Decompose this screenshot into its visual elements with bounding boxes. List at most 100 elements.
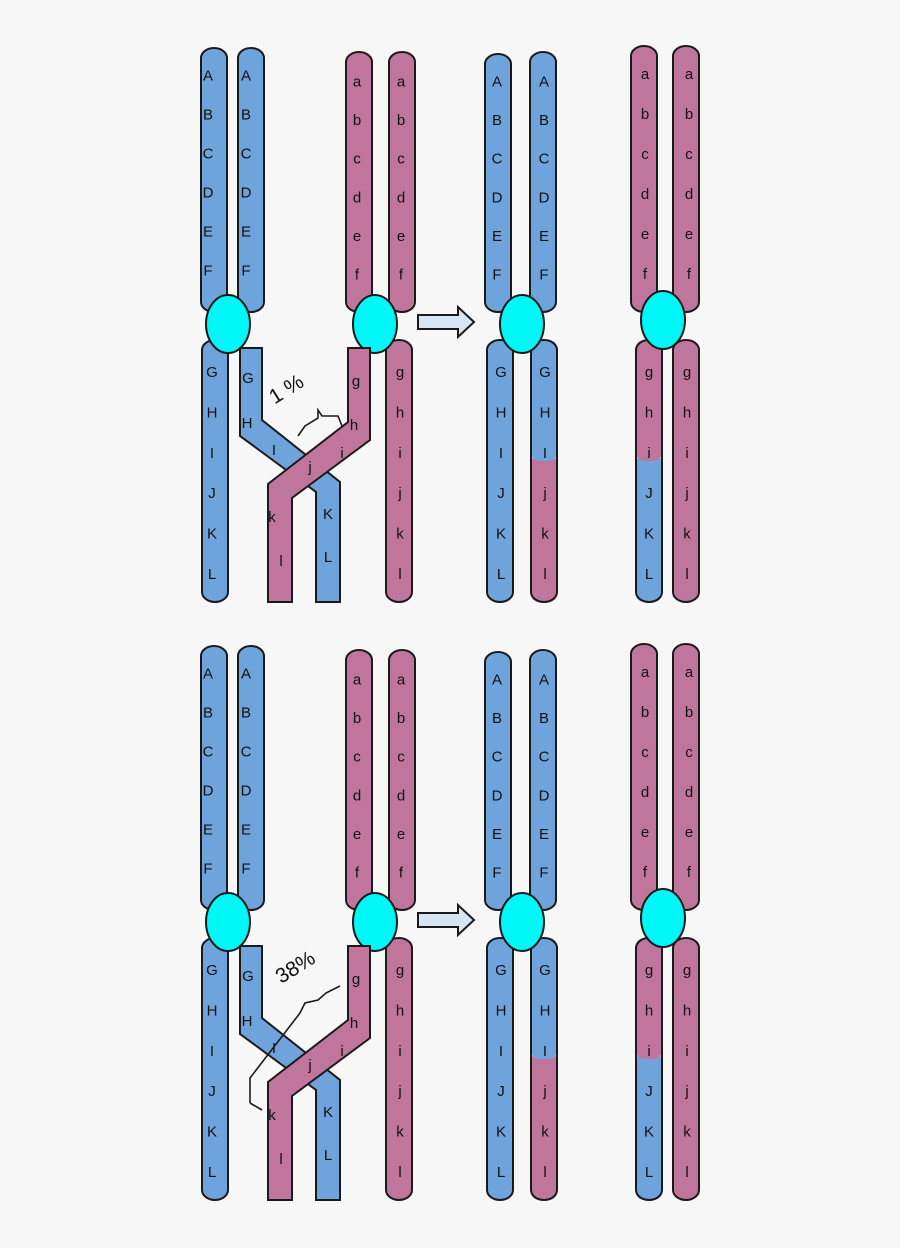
paternal-upper-arm <box>388 51 416 313</box>
maternal-lower-label: G <box>206 364 218 381</box>
maternal-upper-arm <box>237 645 265 911</box>
centromere-icon <box>640 888 686 948</box>
maternal-upper-label: E <box>241 821 251 838</box>
strand-label: I <box>272 1040 276 1057</box>
centromere-icon <box>205 294 251 354</box>
paternal-upper-label: d <box>397 787 405 804</box>
strand-label: I <box>272 442 276 459</box>
result-paternal-upper-label: f <box>687 864 692 881</box>
strand-label: g <box>352 373 360 390</box>
result-paternal-lower-label: i <box>685 445 688 462</box>
result-maternal-lower-arm <box>486 937 514 1201</box>
paternal-upper-label: e <box>353 826 361 843</box>
result-maternal-lower-label: G <box>495 962 507 979</box>
result-paternal-lower-label: l <box>685 1164 688 1181</box>
centromere-icon <box>352 892 398 952</box>
recombinant-label: L <box>645 1164 653 1181</box>
maternal-lower-label: J <box>208 1083 216 1100</box>
recombinant-label: h <box>645 405 653 422</box>
paternal-lower-label: i <box>398 1043 401 1060</box>
maternal-upper-label: B <box>203 106 213 123</box>
strand-label: H <box>242 1013 253 1030</box>
strand-label: j <box>307 459 311 476</box>
result-maternal-upper-label: B <box>539 112 549 129</box>
result-paternal-upper-arm <box>672 45 700 313</box>
result-maternal-upper-label: D <box>492 787 503 804</box>
maternal-lower-label: K <box>207 1124 217 1141</box>
paternal-upper-label: d <box>353 787 361 804</box>
result-maternal-upper-label: C <box>539 151 550 168</box>
result-paternal-upper-label: e <box>685 824 693 841</box>
strand-label: l <box>279 553 282 570</box>
result-maternal-lower-label: H <box>496 1003 507 1020</box>
strand-label: i <box>340 445 343 462</box>
maternal-upper-label: B <box>241 704 251 721</box>
recombinant-label: g <box>645 364 653 381</box>
maternal-upper-label: F <box>203 262 212 279</box>
paternal-lower-label: h <box>396 405 404 422</box>
result-paternal-upper-label: c <box>641 744 649 761</box>
result-maternal-lower-label: J <box>497 1083 505 1100</box>
recombinant-label: L <box>645 566 653 583</box>
paternal-lower-label: h <box>396 1003 404 1020</box>
paternal-lower-label: g <box>396 364 404 381</box>
result-paternal-upper-label: b <box>685 704 693 721</box>
strand-label: G <box>242 968 254 985</box>
maternal-upper-label: A <box>203 67 213 84</box>
result-paternal-lower-label: j <box>684 1083 688 1100</box>
result-paternal-upper-label: f <box>687 266 692 283</box>
result-paternal-lower-label: l <box>685 566 688 583</box>
result-paternal-lower-label: h <box>683 405 691 422</box>
paternal-upper-label: f <box>399 865 404 882</box>
result-maternal-lower-label: I <box>499 1043 503 1060</box>
maternal-upper-label: E <box>203 821 213 838</box>
strand-label: k <box>268 509 276 526</box>
result-maternal-upper-label: D <box>492 189 503 206</box>
maternal-lower-label: H <box>207 405 218 422</box>
result-maternal-upper-label: A <box>539 73 549 90</box>
result-maternal-lower-label: L <box>497 1164 505 1181</box>
result-maternal-lower-label: K <box>496 526 506 543</box>
result-maternal-upper-arm <box>484 651 512 911</box>
strand-label: h <box>350 1015 358 1032</box>
result-paternal-upper-label: a <box>641 66 650 83</box>
result-paternal-lower-label: h <box>683 1003 691 1020</box>
recombinant-label: J <box>645 1083 653 1100</box>
paternal-upper-arm <box>388 649 416 911</box>
centromere-icon <box>499 294 545 354</box>
result-paternal-lower-label: j <box>684 485 688 502</box>
maternal-lower-label: L <box>208 566 216 583</box>
recombinant-label: I <box>543 445 547 462</box>
maternal-upper-label: A <box>241 665 251 682</box>
result-paternal-upper-label: c <box>685 146 693 163</box>
result-maternal-lower-label: H <box>496 405 507 422</box>
maternal-lower-label: G <box>206 962 218 979</box>
strand-label: H <box>242 415 253 432</box>
maternal-upper-label: C <box>203 743 214 760</box>
strand-label: g <box>352 971 360 988</box>
result-maternal-upper-label: B <box>492 112 502 129</box>
recombinant-label: k <box>541 1124 549 1141</box>
maternal-upper-label: F <box>241 262 250 279</box>
paternal-lower-label: g <box>396 962 404 979</box>
paternal-upper-label: b <box>397 710 405 727</box>
paternal-upper-label: c <box>397 151 405 168</box>
recombinant-label: k <box>541 526 549 543</box>
result-maternal-upper-label: F <box>539 267 548 284</box>
paternal-lower-label: l <box>398 1164 401 1181</box>
maternal-lower-label: L <box>208 1164 216 1181</box>
result-paternal-lower-label: g <box>683 364 691 381</box>
result-paternal-upper-label: d <box>685 186 693 203</box>
result-maternal-upper-label: C <box>539 749 550 766</box>
maternal-lower-label: J <box>208 485 216 502</box>
result-paternal-lower-arm <box>672 339 700 603</box>
result-paternal-lower-label: i <box>685 1043 688 1060</box>
recombinant-label: l <box>543 566 546 583</box>
result-paternal-lower-label: k <box>683 1124 691 1141</box>
result-paternal-upper-arm <box>672 643 700 911</box>
paternal-upper-label: a <box>353 73 362 90</box>
result-paternal-upper-label: d <box>641 784 649 801</box>
